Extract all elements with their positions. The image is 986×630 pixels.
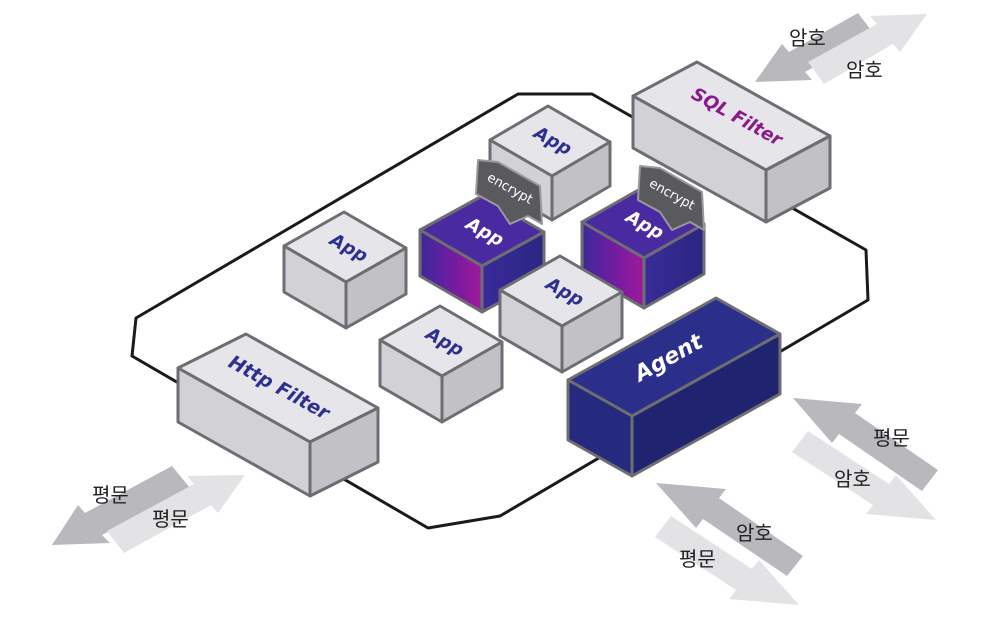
app-box-encrypt-right: App (580, 186, 706, 310)
arrow-label-top-right-upper: 암호 (789, 26, 826, 50)
arrow-label-bottom-left-upper: 평문 (92, 483, 129, 507)
arrow-group-bottom-left: 평문 평문 (52, 466, 245, 553)
app-box-bottom: App (378, 304, 504, 424)
arrow-label-right-upper: 평문 (873, 426, 910, 450)
arrow-bottom-upper (656, 483, 803, 576)
arrow-group-bottom-center: 암호 평문 (655, 483, 803, 605)
arrow-label-bottom-center-lower: 평문 (679, 547, 716, 571)
arrow-group-top-right: 암호 암호 (755, 13, 927, 84)
arrow-plain-in (107, 475, 245, 553)
arrow-label-bottom-center-upper: 암호 (736, 521, 773, 545)
arrow-plain-out (52, 466, 190, 545)
agent-box: Agent (566, 296, 782, 478)
arrow-label-bottom-left-lower: 평문 (152, 507, 189, 531)
app-box-left: App (282, 210, 408, 330)
arrow-encrypted-in (808, 14, 927, 84)
arrow-group-right: 평문 암호 (792, 398, 938, 520)
arrow-right-upper (793, 398, 938, 491)
arrow-right-lower (792, 431, 936, 520)
arrow-bottom-lower (655, 516, 799, 605)
arrow-label-top-right-lower: 암호 (846, 58, 883, 82)
arrow-label-right-lower: 암호 (834, 467, 871, 491)
app-box-center: App (498, 254, 624, 374)
encrypt-badge-left: encrypt (475, 159, 543, 225)
arrow-encrypted-out (755, 13, 874, 82)
http-filter-box: Http Filter (176, 332, 380, 498)
